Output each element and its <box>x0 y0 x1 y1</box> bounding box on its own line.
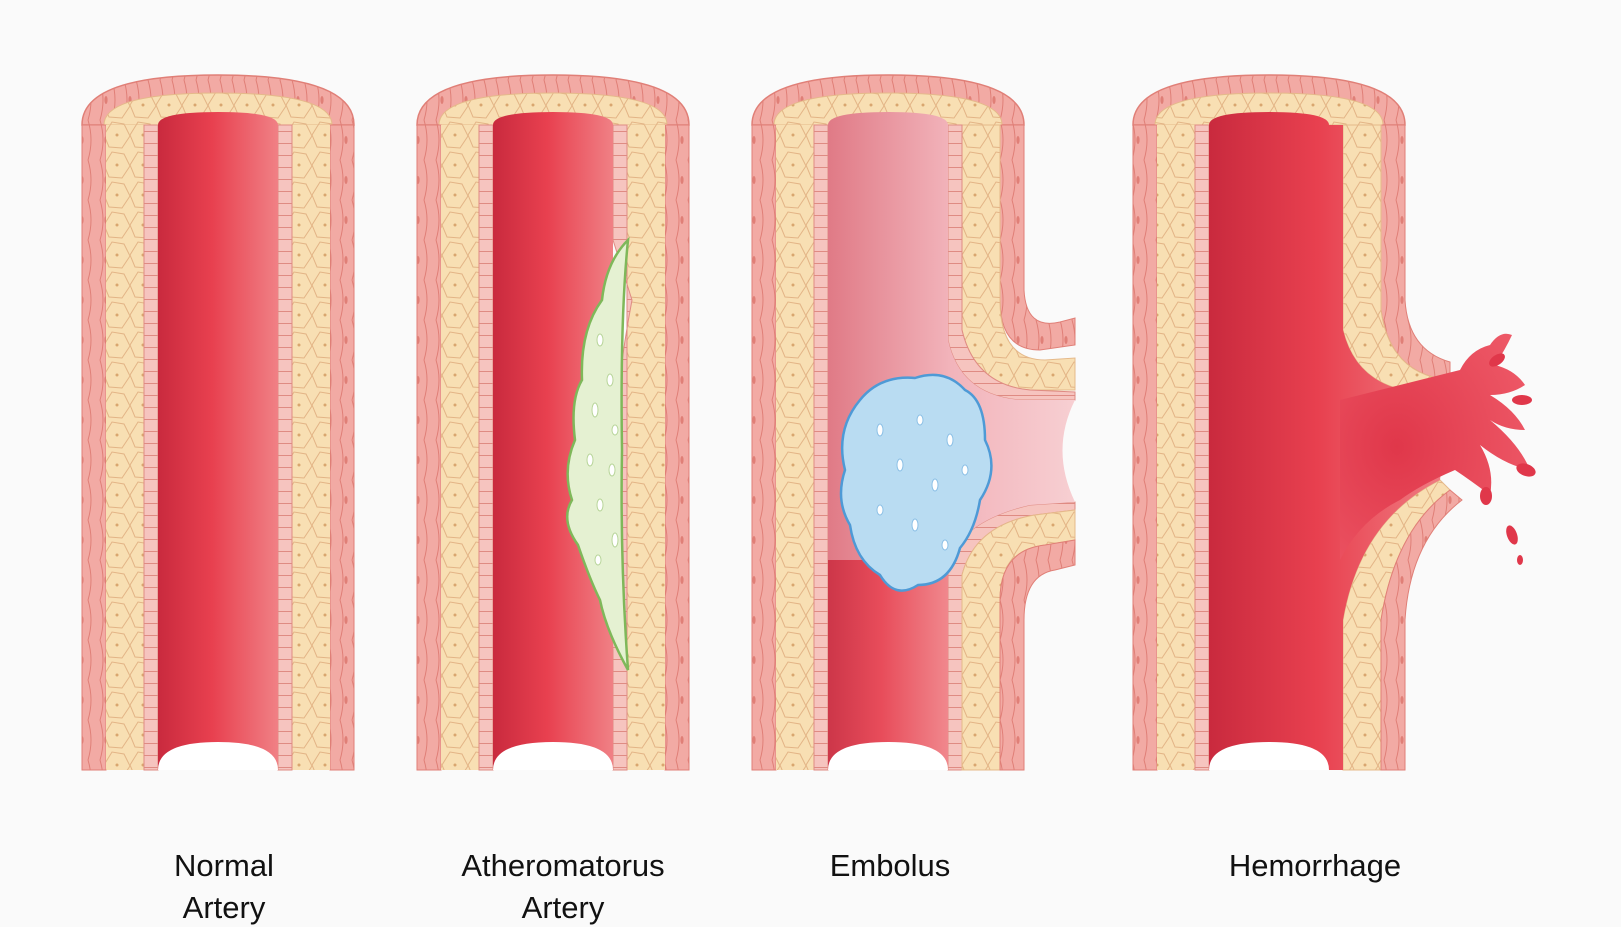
caption-embolus: Embolus <box>730 845 1050 887</box>
caption-line: Artery <box>64 887 384 929</box>
caption-line: Normal <box>64 845 384 887</box>
atheromatous-artery-vessel <box>417 75 689 770</box>
caption-normal-artery: Normal Artery <box>64 845 384 929</box>
caption-atheromatous-artery: Atheromatorus Artery <box>403 845 723 929</box>
caption-line: Atheromatorus <box>403 845 723 887</box>
caption-line: Embolus <box>730 845 1050 887</box>
caption-hemorrhage: Hemorrhage <box>1155 845 1475 887</box>
caption-line: Hemorrhage <box>1155 845 1475 887</box>
caption-line: Artery <box>403 887 723 929</box>
normal-artery-vessel <box>82 75 354 770</box>
